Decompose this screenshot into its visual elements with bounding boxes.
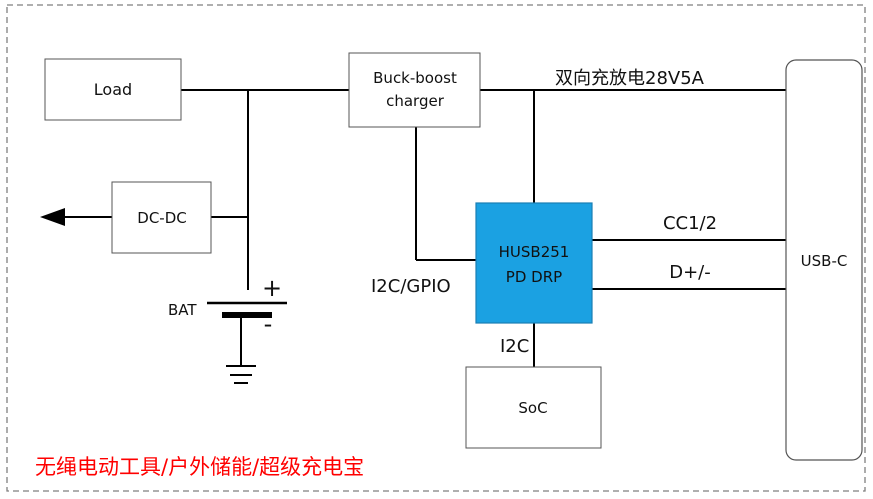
load-label: Load xyxy=(94,80,132,99)
battery-minus-label: - xyxy=(264,310,273,338)
battery-plus-label: + xyxy=(262,274,282,302)
cc-label: CC1/2 xyxy=(663,213,717,234)
soc-box xyxy=(465,366,602,449)
wires xyxy=(65,89,786,367)
pd-label-line2: PD DRP xyxy=(506,268,562,286)
i2c-gpio-label: I2C/GPIO xyxy=(371,276,451,297)
bat-label: BAT xyxy=(168,301,197,319)
soc-label: SoC xyxy=(518,399,547,417)
charger-box xyxy=(348,52,481,128)
i2c-label: I2C xyxy=(500,336,529,357)
charger-label-line1: Buck-boost xyxy=(373,69,457,87)
battery-icon xyxy=(207,301,287,318)
load-box xyxy=(44,58,182,121)
ground-icon xyxy=(226,365,256,384)
usbc-label: USB-C xyxy=(801,252,848,270)
pd-controller-box xyxy=(475,202,593,324)
output-arrow-icon xyxy=(40,208,65,226)
dcdc-label: DC-DC xyxy=(137,209,186,227)
bidirectional-label: 双向充放电28V5A xyxy=(555,68,705,89)
outer-frame xyxy=(6,4,866,492)
pd-label-line1: HUSB251 xyxy=(499,243,570,261)
dplus-label: D+/- xyxy=(669,262,711,283)
applications-caption: 无绳电动工具/户外储能/超级充电宝 xyxy=(35,455,364,479)
dcdc-box xyxy=(111,181,212,254)
charger-label-line2: charger xyxy=(386,92,445,110)
usbc-connector xyxy=(785,59,863,461)
